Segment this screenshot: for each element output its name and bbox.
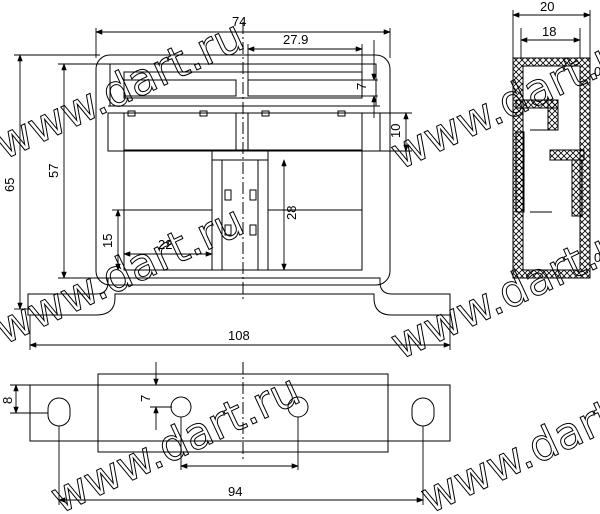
mount-slot-right xyxy=(411,397,435,427)
dim-15: 15 xyxy=(100,234,115,248)
dim-57: 57 xyxy=(46,164,61,178)
dim-8: 8 xyxy=(0,397,15,404)
side-dimensions xyxy=(512,10,591,58)
watermarks: www.dart.ru www.dart.ru www.dart.ru www.… xyxy=(0,10,600,514)
dim-27-9: 27.9 xyxy=(283,32,308,47)
dim-65: 65 xyxy=(2,178,17,192)
dim-7-top: 7 xyxy=(354,83,369,90)
watermark-6: www.dart.ru xyxy=(413,364,600,514)
watermark-3: www.dart.ru xyxy=(43,364,308,514)
watermark-1: www.dart.ru xyxy=(0,10,252,170)
watermark-2: www.dart.ru xyxy=(0,195,252,355)
dimension-labels: 74 27.9 7 10 65 57 28 15 22 108 8 7 94 2… xyxy=(0,0,600,499)
dim-28: 28 xyxy=(284,206,299,220)
mount-slot-left xyxy=(47,397,71,427)
bottom-dimensions xyxy=(10,362,424,505)
dim-94: 94 xyxy=(228,484,242,499)
dim-side-18: 18 xyxy=(542,24,556,39)
dim-10: 10 xyxy=(388,124,403,138)
dim-side-edge-bottom: 0 xyxy=(594,250,600,265)
dim-7-hole: 7 xyxy=(138,395,153,402)
dim-side-20: 20 xyxy=(540,0,554,14)
dim-side-edge-top: 0 xyxy=(594,64,600,79)
front-view xyxy=(27,22,451,316)
dim-108: 108 xyxy=(228,328,250,343)
front-dimensions xyxy=(14,28,451,350)
side-view xyxy=(512,57,591,279)
dim-22: 22 xyxy=(158,237,172,252)
dim-74: 74 xyxy=(232,14,246,29)
